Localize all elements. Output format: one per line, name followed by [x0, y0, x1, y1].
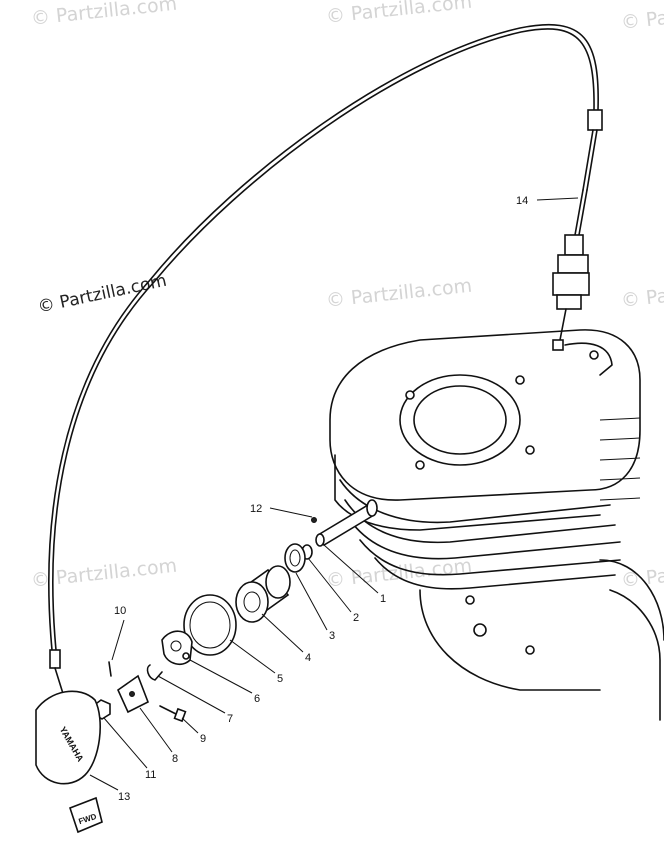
callout-4: 4	[305, 652, 311, 664]
yamaha-cover: YAMAHA	[35, 690, 101, 785]
callout-3: 3	[329, 630, 335, 642]
callout-13: 13	[118, 791, 130, 803]
gear-housing	[235, 565, 291, 623]
gasket-part	[183, 594, 237, 656]
callout-8: 8	[172, 753, 178, 765]
callout-2: 2	[353, 612, 359, 624]
callout-10: 10	[114, 605, 126, 617]
callout-9: 9	[200, 733, 206, 745]
bolt-part	[159, 705, 187, 723]
callout-5: 5	[277, 673, 283, 685]
callout-1: 1	[380, 593, 386, 605]
callout-7: 7	[227, 713, 233, 725]
pin-part	[108, 661, 112, 677]
drive-shaft	[311, 499, 378, 547]
retainer-part	[161, 630, 193, 666]
callout-11: 11	[145, 769, 156, 781]
leader-lines	[89, 197, 579, 791]
tachometer-cable	[48, 23, 603, 701]
callout-12: 12	[250, 503, 262, 515]
engine-cylinder	[329, 329, 664, 721]
callout-14: 14	[516, 195, 528, 207]
cable-fitting	[587, 109, 603, 131]
callout-6: 6	[254, 693, 260, 705]
oil-seal-part	[284, 543, 306, 573]
fwd-arrow-badge: FWD	[68, 796, 103, 834]
clip-part	[146, 664, 163, 681]
